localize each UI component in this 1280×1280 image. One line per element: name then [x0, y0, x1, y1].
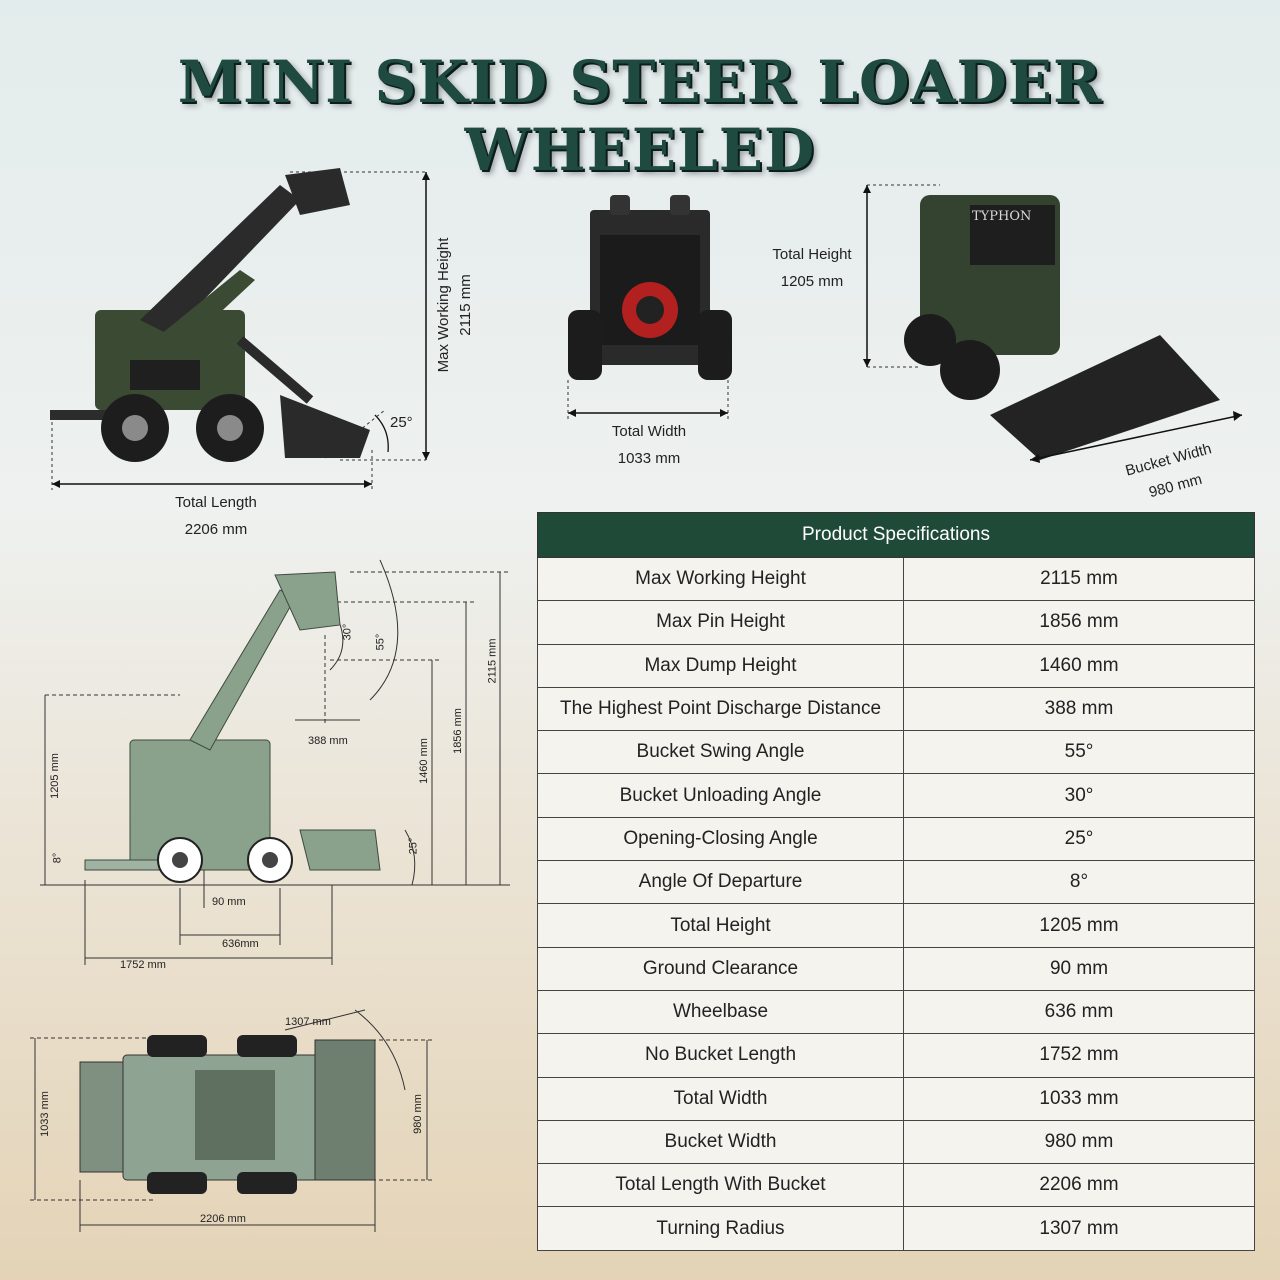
spec-name: Bucket Width	[537, 1119, 904, 1165]
spec-name: Bucket Unloading Angle	[537, 773, 904, 818]
max-working-height-value: 2115 mm	[457, 274, 474, 336]
spec-name: Max Working Height	[537, 556, 904, 602]
spec-value: 25°	[903, 816, 1255, 862]
spec-value: 55°	[903, 730, 1255, 775]
side-technical-drawing	[40, 559, 510, 965]
opening-angle-label: 25°	[390, 414, 413, 431]
spec-name: Opening-Closing Angle	[537, 816, 904, 862]
dim-1033: 1033 mm	[38, 1091, 51, 1137]
spec-name: The Highest Point Discharge Distance	[537, 686, 904, 732]
spec-value: 636 mm	[903, 989, 1255, 1035]
spec-table: Product Specifications Max Working Heigh…	[537, 512, 1255, 1251]
total-width-text: Total Width	[611, 423, 687, 440]
dim-388: 388 mm	[308, 735, 348, 747]
dim-1752: 1752 mm	[120, 959, 166, 971]
spec-name: Max Dump Height	[537, 643, 904, 688]
spec-name: No Bucket Length	[537, 1033, 904, 1078]
spec-table-header: Product Specifications	[537, 512, 1255, 558]
total-length-value: 2206 mm	[184, 521, 248, 538]
total-height-value: 1205 mm	[780, 273, 844, 290]
spec-value: 1307 mm	[903, 1206, 1255, 1251]
total-width-value: 1033 mm	[617, 450, 681, 467]
dim-1460: 1460 mm	[417, 738, 430, 784]
dim-25-deg: 25°	[407, 837, 420, 855]
perspective-view-photo: TYPHON	[863, 184, 1243, 463]
spec-value: 1205 mm	[903, 903, 1255, 948]
dim-636: 636mm	[222, 938, 259, 950]
spec-value: 90 mm	[903, 946, 1255, 991]
spec-value: 2115 mm	[903, 556, 1255, 602]
total-length-text: Total Length	[175, 494, 257, 511]
spec-name: Bucket Swing Angle	[537, 730, 904, 775]
spec-name: Wheelbase	[537, 989, 904, 1035]
spec-value: 1856 mm	[903, 600, 1255, 645]
dim-1307: 1307 mm	[285, 1016, 331, 1028]
top-technical-drawing	[30, 1009, 435, 1232]
spec-value: 8°	[903, 860, 1255, 905]
spec-value: 30°	[903, 773, 1255, 818]
dim-1856: 1856 mm	[451, 708, 464, 754]
spec-value: 1752 mm	[903, 1033, 1255, 1078]
dim-55-deg: 55°	[374, 633, 387, 651]
spec-name: Total Width	[537, 1076, 904, 1121]
spec-value: 980 mm	[903, 1119, 1255, 1165]
dim-980: 980 mm	[411, 1094, 424, 1134]
spec-name: Turning Radius	[537, 1206, 904, 1251]
max-working-height-text: Max Working Height	[435, 237, 452, 373]
dim-2115: 2115 mm	[486, 638, 499, 684]
dim-1205: 1205 mm	[48, 753, 61, 799]
brand-text: TYPHON	[972, 209, 1031, 224]
total-length-label: Total Length 2206 mm	[126, 489, 306, 543]
side-view-photo	[50, 168, 430, 490]
total-height-label: Total Height 1205 mm	[752, 241, 872, 295]
spec-name: Total Height	[537, 903, 904, 948]
front-view-photo	[567, 195, 732, 419]
dim-30-deg: 30°	[341, 623, 354, 641]
dim-2206: 2206 mm	[200, 1213, 246, 1225]
spec-value: 2206 mm	[903, 1163, 1255, 1208]
total-height-text: Total Height	[772, 246, 852, 263]
max-working-height-label: Max Working Height 2115 mm	[433, 235, 477, 375]
spec-name: Total Length With Bucket	[537, 1163, 904, 1208]
total-width-label: Total Width 1033 mm	[569, 418, 729, 472]
spec-name: Ground Clearance	[537, 946, 904, 991]
dim-8-deg: 8°	[51, 852, 64, 864]
spec-value: 1033 mm	[903, 1076, 1255, 1121]
spec-value: 1460 mm	[903, 643, 1255, 688]
spec-value: 388 mm	[903, 686, 1255, 732]
spec-name: Max Pin Height	[537, 600, 904, 645]
dim-90: 90 mm	[212, 896, 246, 908]
page-title: MINI SKID STEER LOADER WHEELED	[177, 48, 1103, 184]
spec-name: Angle Of Departure	[537, 860, 904, 905]
